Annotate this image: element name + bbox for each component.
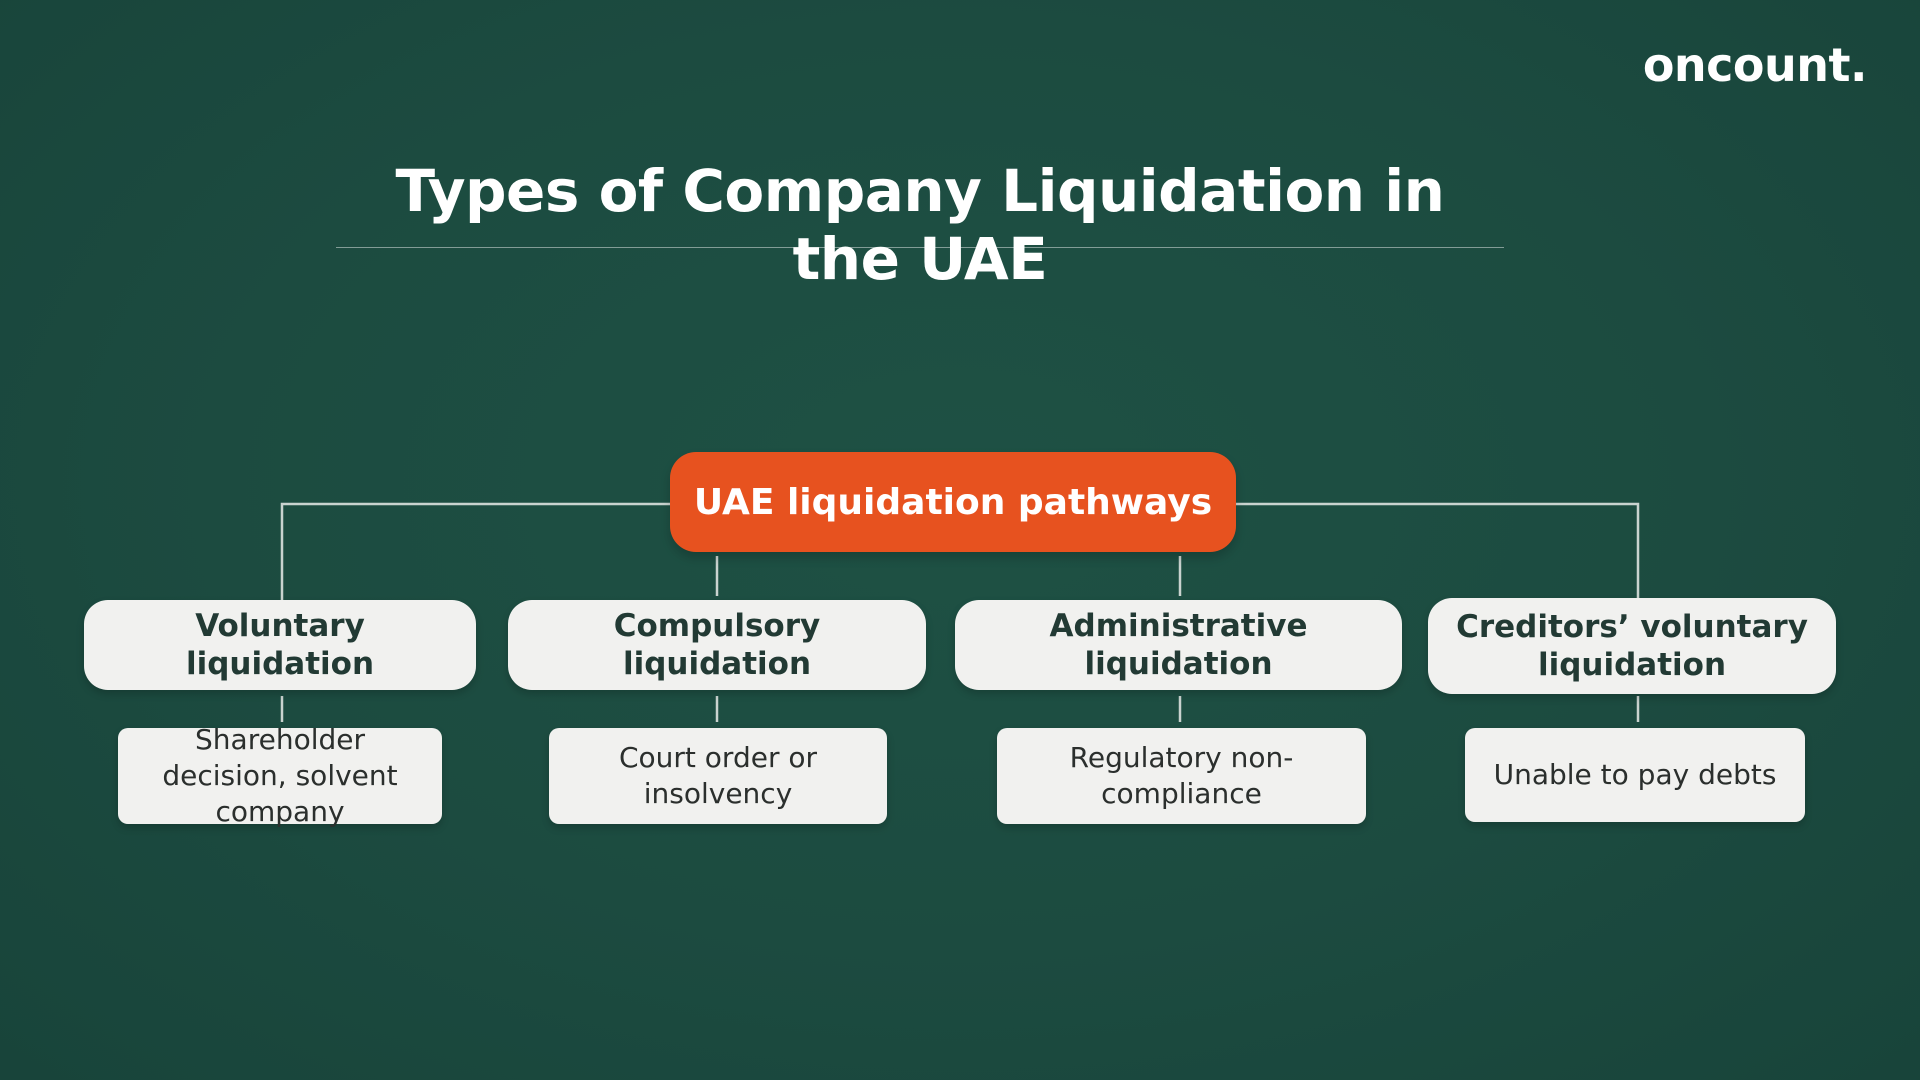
title-divider — [336, 247, 1504, 248]
type-compulsory-liquidation: Compulsory liquidation — [508, 600, 926, 690]
type-voluntary-liquidation: Voluntary liquidation — [84, 600, 476, 690]
desc-voluntary-liquidation: Shareholder decision, solvent company — [118, 723, 442, 828]
desc-administrative-liquidation: Regulatory non-compliance — [997, 728, 1366, 824]
desc-compulsory-liquidation: Court order or insolvency — [549, 728, 887, 824]
root-node: UAE liquidation pathways — [670, 452, 1236, 552]
page-title: Types of Company Liquidation in the UAE — [395, 157, 1445, 293]
desc-creditors-voluntary-liquidation: Unable to pay debts — [1465, 728, 1805, 822]
connector-root-creditors — [1236, 502, 1640, 600]
type-administrative-liquidation: Administrative liquidation — [955, 600, 1402, 690]
brand-logo: oncount. — [1642, 38, 1868, 92]
type-creditors-voluntary-liquidation: Creditors’ voluntary liquidation — [1428, 598, 1836, 694]
connector-root-voluntary — [280, 502, 670, 600]
